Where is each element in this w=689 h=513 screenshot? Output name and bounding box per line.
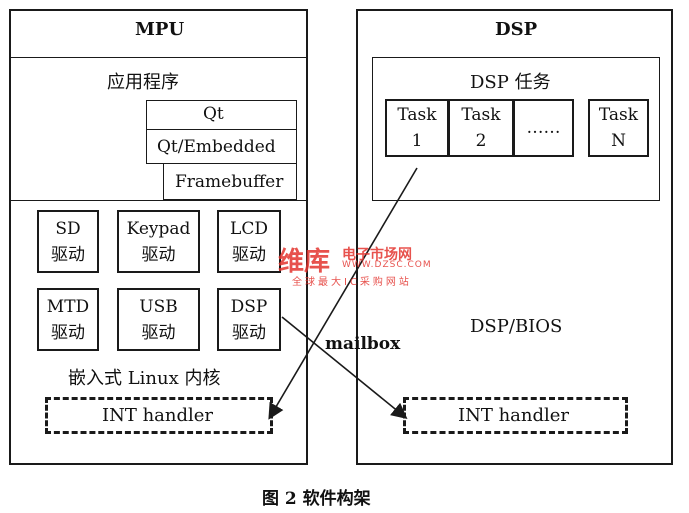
mpu-panel xyxy=(9,9,308,465)
task-n-name: Task xyxy=(598,105,639,125)
keypad-driver-sub: 驱动 xyxy=(141,244,176,265)
dsp-bios-label: DSP/BIOS xyxy=(470,316,563,337)
sd-driver-name: SD xyxy=(55,218,81,239)
dsp-panel xyxy=(356,9,673,465)
mtd-driver: MTD 驱动 xyxy=(37,288,99,351)
task-2-name: Task xyxy=(461,105,501,125)
usb-driver-name: USB xyxy=(139,296,178,317)
keypad-driver: Keypad 驱动 xyxy=(117,210,200,273)
task-n-num: N xyxy=(611,131,626,151)
task-1-num: 1 xyxy=(411,131,423,151)
task-n: Task N xyxy=(588,99,649,157)
lcd-driver-sub: 驱动 xyxy=(232,244,266,265)
app-label: 应用程序 xyxy=(107,72,179,93)
dsp-int-handler-label: INT handler xyxy=(458,405,570,426)
app-layer xyxy=(9,57,308,201)
qt-embedded-label: Qt/Embedded xyxy=(157,137,276,157)
mtd-driver-name: MTD xyxy=(46,296,90,317)
linux-kernel-label: 嵌入式 Linux 内核 xyxy=(68,368,221,389)
sd-driver: SD 驱动 xyxy=(37,210,99,273)
watermark-url: WWW.DZSC.COM xyxy=(342,260,432,270)
dsp-tasks-title: DSP 任务 xyxy=(470,72,551,93)
task-ellipsis-label: …… xyxy=(526,118,561,138)
mailbox-label: mailbox xyxy=(325,334,401,354)
framebuffer-box xyxy=(163,163,297,200)
mpu-int-handler-label: INT handler xyxy=(102,405,214,426)
usb-driver: USB 驱动 xyxy=(117,288,200,351)
framebuffer-label: Framebuffer xyxy=(175,172,284,192)
dsp-driver: DSP 驱动 xyxy=(217,288,281,351)
sd-driver-sub: 驱动 xyxy=(51,244,85,265)
dsp-driver-name: DSP xyxy=(230,296,268,317)
dsp-tasks-area xyxy=(372,57,660,201)
task-ellipsis: …… xyxy=(513,99,574,157)
mpu-title: MPU xyxy=(135,19,185,40)
qt-label: Qt xyxy=(203,104,224,124)
dsp-driver-sub: 驱动 xyxy=(232,322,266,343)
watermark-logo: 维库 电子市场网 WWW.DZSC.COM 全球最大IC采购网站 xyxy=(278,241,443,291)
task-1-name: Task xyxy=(397,105,437,125)
dsp-title: DSP xyxy=(495,19,538,40)
watermark-brand: 维库 xyxy=(278,247,331,277)
dsp-driver-to-dsp-arrow xyxy=(281,316,408,420)
usb-driver-sub: 驱动 xyxy=(141,322,176,343)
figure-caption: 图 2 软件构架 xyxy=(262,489,371,509)
task-to-mpu-arrow xyxy=(268,167,418,420)
watermark-site-name: 电子市场网 xyxy=(342,247,412,263)
lcd-driver-name: LCD xyxy=(230,218,268,239)
mtd-driver-sub: 驱动 xyxy=(51,322,85,343)
task-2-num: 2 xyxy=(475,131,487,151)
watermark-slogan: 全球最大IC采购网站 xyxy=(292,277,412,288)
lcd-driver: LCD 驱动 xyxy=(217,210,281,273)
keypad-driver-name: Keypad xyxy=(126,218,191,239)
